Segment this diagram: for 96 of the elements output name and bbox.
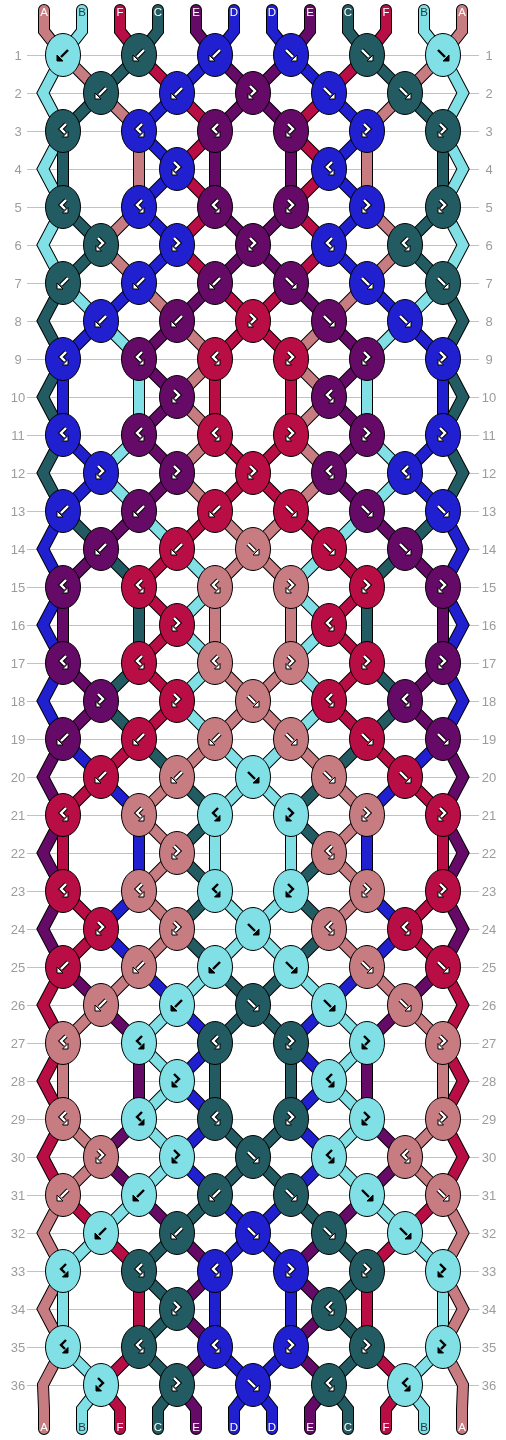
thread-letter: F <box>116 1422 124 1434</box>
row-number: 10 <box>481 390 497 404</box>
row-number: 18 <box>481 694 497 708</box>
row-number: 21 <box>10 808 26 822</box>
row-number: 35 <box>10 1340 26 1354</box>
row-number: 26 <box>10 998 26 1012</box>
row-number: 24 <box>10 922 26 936</box>
row-number: 3 <box>485 124 493 138</box>
row-number: 10 <box>10 390 26 404</box>
thread-letter: A <box>458 1422 466 1434</box>
row-number: 31 <box>481 1188 497 1202</box>
row-number: 36 <box>10 1378 26 1392</box>
row-number: 18 <box>10 694 26 708</box>
thread-letter: F <box>382 7 390 19</box>
row-number: 13 <box>481 504 497 518</box>
row-number: 25 <box>10 960 26 974</box>
row-number: 15 <box>481 580 497 594</box>
row-number: 2 <box>14 86 22 100</box>
row-number: 20 <box>10 770 26 784</box>
thread-letter: D <box>267 7 277 19</box>
thread-letter: E <box>306 1422 314 1434</box>
row-number: 9 <box>485 352 493 366</box>
thread-letter: E <box>192 7 200 19</box>
thread-letter: F <box>116 7 124 19</box>
row-number: 6 <box>14 238 22 252</box>
row-number: 28 <box>10 1074 26 1088</box>
row-number: 26 <box>481 998 497 1012</box>
row-number: 19 <box>481 732 497 746</box>
row-number: 6 <box>485 238 493 252</box>
row-number: 4 <box>14 162 22 176</box>
thread-letter: A <box>458 7 466 19</box>
row-number: 16 <box>10 618 26 632</box>
row-number: 7 <box>14 276 22 290</box>
row-number: 13 <box>10 504 26 518</box>
row-number: 22 <box>481 846 497 860</box>
row-number: 7 <box>485 276 493 290</box>
row-number: 27 <box>10 1036 26 1050</box>
row-number: 5 <box>485 200 493 214</box>
row-number: 9 <box>14 352 22 366</box>
row-number: 29 <box>481 1112 497 1126</box>
row-number: 29 <box>10 1112 26 1126</box>
row-number: 30 <box>10 1150 26 1164</box>
thread-letter: E <box>192 1422 200 1434</box>
thread-letter: B <box>420 1422 428 1434</box>
row-number: 1 <box>14 48 22 62</box>
row-number: 23 <box>481 884 497 898</box>
thread-letter: E <box>306 7 314 19</box>
row-number: 12 <box>481 466 497 480</box>
thread-letter: A <box>40 7 48 19</box>
thread-letter: B <box>78 7 86 19</box>
row-number: 28 <box>481 1074 497 1088</box>
thread-letter: C <box>153 1422 163 1434</box>
row-number: 1 <box>485 48 493 62</box>
row-number: 25 <box>481 960 497 974</box>
thread-letter: A <box>40 1422 48 1434</box>
row-number: 31 <box>10 1188 26 1202</box>
row-number: 30 <box>481 1150 497 1164</box>
row-number: 32 <box>10 1226 26 1240</box>
thread-letter: C <box>153 7 163 19</box>
row-number: 23 <box>10 884 26 898</box>
row-number: 33 <box>481 1264 497 1278</box>
row-number: 22 <box>10 846 26 860</box>
row-number: 21 <box>481 808 497 822</box>
row-number: 32 <box>481 1226 497 1240</box>
thread-letter: B <box>78 1422 86 1434</box>
row-number: 36 <box>481 1378 497 1392</box>
row-number: 11 <box>482 428 496 442</box>
row-number: 17 <box>481 656 497 670</box>
row-number: 19 <box>10 732 26 746</box>
row-number: 14 <box>481 542 497 556</box>
thread-letter: F <box>382 1422 390 1434</box>
row-number: 20 <box>481 770 497 784</box>
row-number: 35 <box>481 1340 497 1354</box>
row-number: 15 <box>10 580 26 594</box>
thread-letter: D <box>229 1422 239 1434</box>
thread-letter: C <box>343 1422 353 1434</box>
row-number: 4 <box>485 162 493 176</box>
thread-letter: C <box>343 7 353 19</box>
row-number: 27 <box>481 1036 497 1050</box>
thread-letter: D <box>267 1422 277 1434</box>
thread-letter: B <box>420 7 428 19</box>
row-number: 12 <box>10 466 26 480</box>
row-number: 17 <box>10 656 26 670</box>
row-number: 8 <box>485 314 493 328</box>
thread-letter: D <box>229 7 239 19</box>
row-number: 11 <box>11 428 25 442</box>
row-number: 3 <box>14 124 22 138</box>
row-number: 33 <box>10 1264 26 1278</box>
row-number: 2 <box>485 86 493 100</box>
row-number: 34 <box>481 1302 497 1316</box>
row-number: 16 <box>481 618 497 632</box>
row-number: 14 <box>10 542 26 556</box>
row-number: 8 <box>14 314 22 328</box>
row-number: 5 <box>14 200 22 214</box>
row-number: 34 <box>10 1302 26 1316</box>
row-number: 24 <box>481 922 497 936</box>
